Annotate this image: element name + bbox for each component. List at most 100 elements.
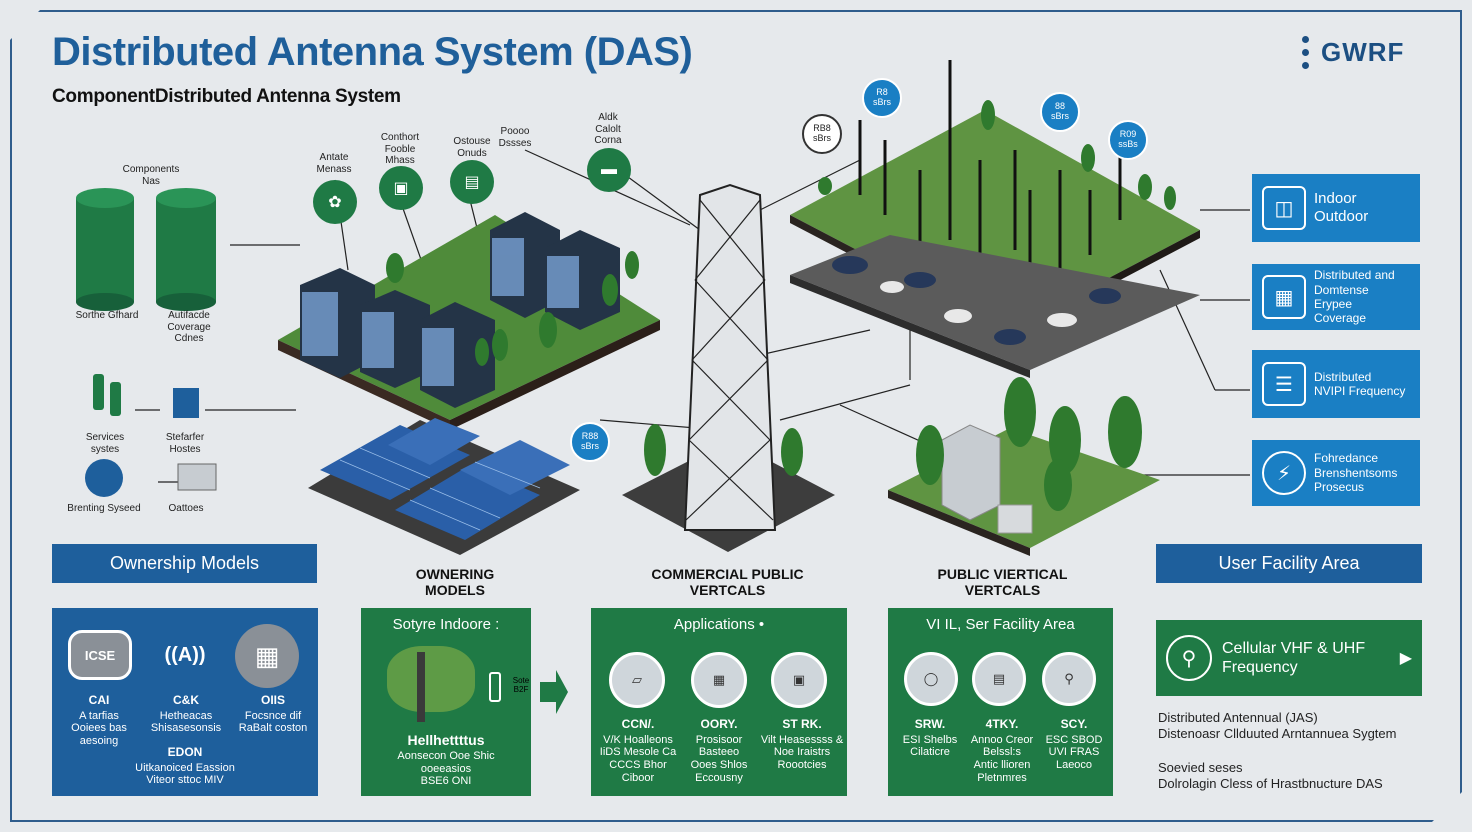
owning-models-label: OWNERING MODELS (415, 566, 495, 599)
city-platform (278, 212, 660, 430)
antenna-tower (622, 183, 835, 552)
facility-col-2: 4TKY. Annoo Creor Belssl:s Antic llioren… (964, 717, 1040, 784)
facility-col-3: SCY. ESC SBOD UVI FRAS Laeoco (1038, 717, 1110, 772)
left-devices (85, 374, 217, 497)
ownership-col-2-head: C&K (173, 693, 199, 707)
badge-2: 88 sBrs (1040, 92, 1080, 132)
logo-dots-icon (1302, 36, 1309, 69)
bus-icon: ▤ (450, 160, 494, 204)
components-caption: Components Nas (122, 164, 180, 187)
right-box-2-text: Distributed and Domtense Erypee Coverage (1314, 268, 1395, 326)
facility-icon-3: ⚲ (1042, 652, 1096, 706)
source-indoor-panel: Sotyre Indoore : Sote B2F Hellhettttus A… (361, 608, 531, 796)
ownership-col-3: OIIS Focsnce dif RaBalt coston (232, 693, 314, 735)
app-col-2-head: OORY. (700, 717, 738, 731)
right-box-process: ⚡ Fohredance Brenshentsoms Prosecus (1252, 440, 1420, 506)
cellular-text: Cellular VHF & UHF Frequency (1222, 639, 1366, 676)
device2-label: Stefarfer Hostes (165, 432, 205, 455)
app-col-3: ST RK. Vilt Heasessss & Noe Iraistrs Roo… (759, 717, 845, 772)
tank2-label: Autifacde Coverage Cdnes (167, 310, 211, 344)
ownership-col-1: CAI A tarfias Ooiees bas aesoing (60, 693, 138, 748)
ownership-col-1-head: CAI (88, 693, 110, 707)
building-icon: ▦ (1262, 275, 1306, 319)
right-box-frequency: ☰ Distributed NVIPI Frequency (1252, 350, 1420, 418)
page-title: Distributed Antenna System (DAS) (52, 30, 693, 74)
source-side-label: Sote B2F (512, 676, 530, 695)
app-col-1: CCN/. V/K Hoalleons IiDS Mesole Ca CCCS … (595, 717, 681, 784)
building-grid-icon: ▦ (235, 624, 299, 688)
page-subtitle: ComponentDistributed Antenna System (52, 86, 401, 107)
facility-icon-1: ◯ (904, 652, 958, 706)
ownership-bottom-head: EDON (167, 745, 203, 759)
badge-5: R88 sBrs (570, 422, 610, 462)
city-label-2: Conthort Fooble Mhass (380, 132, 420, 166)
facility-col-1-head: SRW. (914, 717, 946, 731)
right-box-3-text: Distributed NVIPI Frequency (1314, 369, 1406, 398)
suburban-platform (888, 377, 1160, 556)
facility-icon-2: ▤ (972, 652, 1026, 706)
device3-label: Brenting Syseed (67, 503, 141, 514)
device1-label: Services systes (85, 432, 125, 455)
user-facility-header: User Facility Area (1156, 544, 1422, 583)
antenna-icon: ((A)) (164, 643, 206, 666)
ownership-col-1-body: A tarfias Ooiees bas aesoing (71, 709, 127, 748)
facility-col-2-body: Annoo Creor Belssl:s Antic llioren Pletn… (970, 733, 1034, 784)
facility-col-3-head: SCY. (1060, 717, 1088, 731)
right-box-coverage: ▦ Distributed and Domtense Erypee Covera… (1252, 264, 1420, 330)
right-box-1-text: Indoor Outdoor (1314, 190, 1369, 225)
vehicle-icon: ▣ (379, 166, 423, 210)
badge-3: R09 ssBs (1108, 120, 1148, 160)
solar-panel-field (308, 418, 580, 555)
applications-title: Applications • (673, 616, 765, 633)
facility-col-3-body: ESC SBOD UVI FRAS Laeoco (1045, 733, 1103, 772)
city-label-1: Antate Menass (316, 152, 352, 175)
leaf-icon: ✿ (313, 180, 357, 224)
devices-icon: ◫ (1262, 186, 1306, 230)
app-col-1-head: CCN/. (621, 717, 655, 731)
ownership-col-2: C&K Hetheacas Shisasesonsis (140, 693, 232, 735)
badge-4: RB8 sBrs (802, 114, 842, 154)
facility-col-2-head: 4TKY. (985, 717, 1019, 731)
source-body: Aonsecon Ooe Shic ooeeasios BSE6 ONI (397, 750, 495, 788)
side-note-1: Distributed Antennual (JAS) Distenoasr C… (1158, 710, 1397, 742)
cellular-frequency-box: ⚲ Cellular VHF & UHF Frequency ▶ (1156, 620, 1422, 696)
ownership-panel: ICSE ((A)) ▦ CAI A tarfias Ooiees bas ae… (52, 608, 318, 796)
right-box-4-text: Fohredance Brenshentsoms Prosecus (1314, 451, 1398, 495)
app-icon-1: ▱ (609, 652, 665, 708)
source-text: Hellhettttus Aonsecon Ooe Shic ooeeasios… (371, 732, 521, 788)
signal-icon: ⚲ (1166, 635, 1212, 681)
app-col-3-body: Vilt Heasessss & Noe Iraistrs Roootcies (760, 733, 844, 772)
car-icon: ▬ (587, 148, 631, 192)
tank1-label: Sorthe Gfhard (75, 310, 139, 321)
ownership-col-3-head: OIIS (260, 693, 285, 707)
flow-arrow (540, 670, 568, 714)
logo-text: GWRF (1321, 37, 1405, 67)
bolt-icon: ⚡ (1262, 451, 1306, 495)
source-head: Hellhettttus (407, 732, 485, 748)
city-label-3: Ostouse Onuds (453, 136, 491, 159)
storage-tanks (76, 188, 216, 311)
facility-title: VI IL, Ser Facility Area (926, 616, 1075, 633)
side-note-2: Soevied seses Dolrolagin Cless of Hrastb… (1158, 760, 1383, 792)
parking-platform (790, 235, 1200, 378)
city-label-4: Poooo Dssses (498, 126, 532, 149)
city-label-5: Aldk Calolt Corna (594, 112, 622, 146)
commercial-label: COMMERCIAL PUBLIC VERTCALS (651, 566, 804, 599)
right-box-indoor-outdoor: ◫ Indoor Outdoor (1252, 174, 1420, 242)
page-frame (10, 10, 1462, 822)
ownership-models-header: Ownership Models (52, 544, 317, 583)
brand-logo: GWRF (1302, 36, 1404, 69)
app-col-2-body: Prosisoor Basteeo Ooes Shlos Eccousny (690, 733, 748, 784)
facility-col-1: SRW. ESI Shelbs Cilaticre (894, 717, 966, 759)
ownership-icon-1: ICSE (68, 630, 132, 680)
public-vertical-label: PUBLIC VIERTICAL VERTCALS (937, 566, 1068, 599)
ownership-bottom-body: Uitkanoiced Eassion Viteor sttoc MIV (135, 761, 235, 787)
facility-col-1-body: ESI Shelbs Cilaticre (902, 733, 958, 759)
device-icon (489, 672, 501, 702)
map-blob-icon (387, 646, 475, 712)
app-icon-2: ▦ (691, 652, 747, 708)
antenna-pole-icon (417, 652, 425, 722)
device4-label: Oattoes (168, 503, 204, 514)
source-panel-title: Sotyre Indoore : (392, 616, 500, 633)
